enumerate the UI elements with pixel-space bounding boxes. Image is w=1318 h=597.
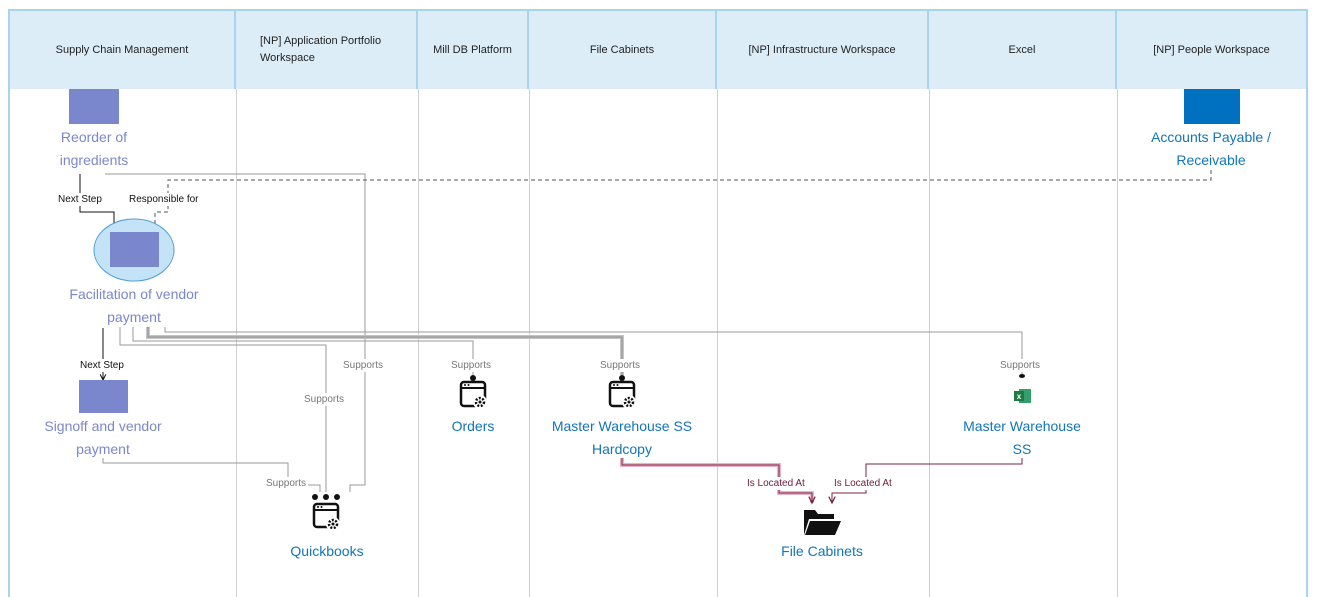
lane-header-file-cabinets[interactable]: File Cabinets [529,9,717,89]
link-label-supports: Supports [598,359,643,372]
link-label-is-located-at: Is Located At [832,477,894,490]
app-window-gear-icon [312,494,340,531]
lane-header-application-portfolio[interactable]: [NP] Application Portfolio Workspace [236,9,418,89]
open-folder-icon [804,510,841,535]
node-orders[interactable]: Orders [451,418,495,434]
node-quickbooks[interactable]: Quickbooks [290,543,364,559]
lane-divider [236,89,237,597]
link-facilitation-to-quickbooks [119,327,327,492]
lane-header-supply-chain[interactable]: Supply Chain Management [8,9,236,89]
capability-box-reorder [69,89,119,124]
capability-box-signoff [79,380,128,413]
lane-divider [418,89,419,597]
node-facilitation-of-vendor-payment[interactable]: Facilitation of vendor payment [69,286,199,325]
link-label-supports: Supports [998,359,1043,372]
lane-divider [929,89,930,597]
node-master-warehouse-ss-hardcopy[interactable]: Master Warehouse SS Hardcopy [551,418,693,457]
lane-border-left [8,89,10,597]
link-accounts-responsible-for [155,170,1212,232]
link-label-supports: Supports [449,359,494,372]
svg-text:x: x [1017,392,1022,401]
link-facilitation-to-excel [164,327,1023,375]
app-window-gear-icon [608,375,636,409]
link-label-supports: Supports [302,393,347,406]
org-unit-box-accounts [1184,89,1240,124]
link-label-supports: Supports [341,359,386,372]
link-label-next-step: Next Step [56,193,104,206]
lane-divider [717,89,718,597]
lane-border-right [1306,89,1308,597]
link-label-responsible-for: Responsible for [127,193,201,206]
lane-header-excel[interactable]: Excel [929,9,1117,89]
link-reorder-to-quickbooks [105,173,366,492]
lane-header-infrastructure[interactable]: [NP] Infrastructure Workspace [717,9,929,89]
node-master-warehouse-ss[interactable]: Master Warehouse SS [963,418,1081,457]
link-label-is-located-at: Is Located At [745,477,807,490]
node-reorder-of-ingredients[interactable]: Reorder of ingredients [59,129,129,168]
lane-header-mill-db[interactable]: Mill DB Platform [418,9,529,89]
node-accounts-payable-receivable[interactable]: Accounts Payable / Receivable [1151,129,1271,168]
link-label-supports: Supports [264,477,309,490]
node-file-cabinets[interactable]: File Cabinets [781,543,863,559]
lane-header-people[interactable]: [NP] People Workspace [1117,9,1308,89]
link-signoff-to-quickbooks [102,458,321,492]
lane-divider [529,89,530,597]
lane-divider [1117,89,1118,597]
link-facilitation-to-orders [132,327,474,375]
app-window-gear-icon [459,375,487,409]
excel-icon: x [1014,374,1031,403]
link-label-next-step: Next Step [78,359,126,372]
node-signoff-and-vendor-payment[interactable]: Signoff and vendor payment [44,418,162,457]
capability-box-facilitation [110,232,159,267]
